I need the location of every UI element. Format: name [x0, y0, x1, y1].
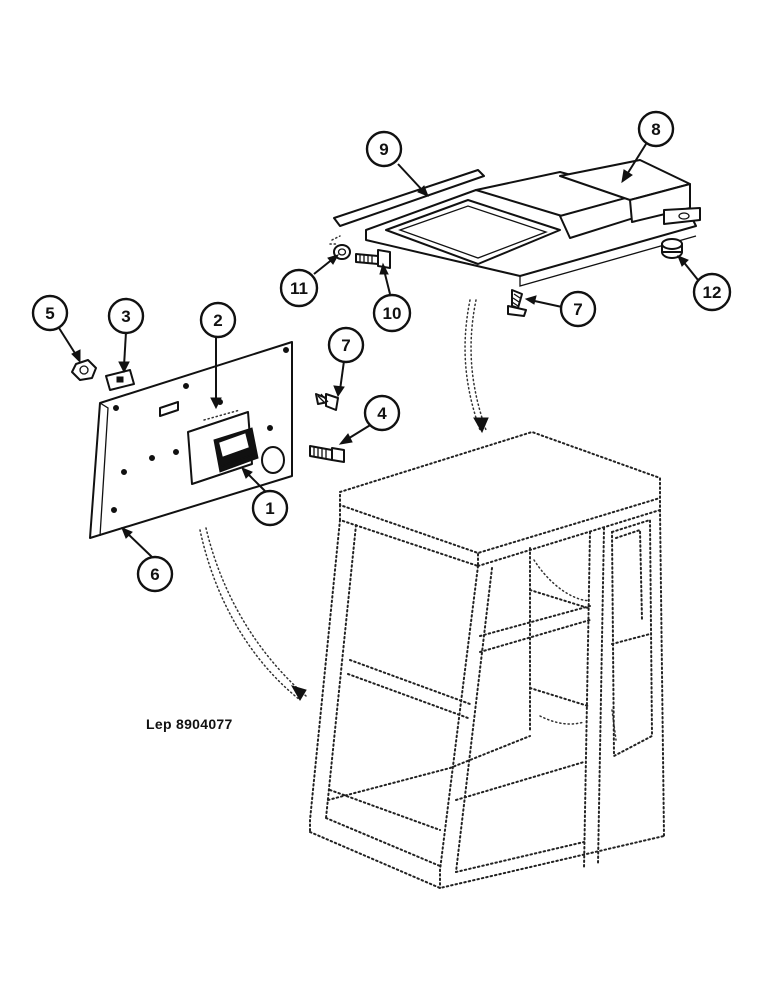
switch-panel — [89, 341, 293, 539]
callout-12: 12 — [692, 272, 732, 312]
clip-part — [105, 369, 135, 391]
callout-6-label: 6 — [150, 565, 159, 584]
callout-1-label: 1 — [265, 499, 274, 518]
callout-9-label: 9 — [379, 140, 388, 159]
callout-6: 6 — [136, 555, 174, 593]
assembly-sweep-lines — [199, 299, 489, 701]
callout-8-label: 8 — [651, 120, 660, 139]
callout-12-label: 12 — [703, 283, 722, 302]
drawing-reference-number: Lep 8904077 — [146, 716, 233, 732]
callout-2: 2 — [199, 301, 237, 339]
callout-7-left-label: 7 — [341, 336, 350, 355]
callout-11-label: 11 — [290, 279, 308, 298]
nut-part — [71, 359, 97, 381]
self-tapping-screw — [315, 393, 339, 411]
callout-10: 10 — [372, 293, 412, 333]
callout-8: 8 — [637, 110, 675, 148]
bolt-part — [309, 445, 345, 463]
callout-3-label: 3 — [121, 307, 130, 326]
callout-7-right-label: 7 — [573, 300, 582, 319]
leader-lines — [58, 143, 699, 558]
grommet-part — [661, 238, 683, 259]
callout-1: 1 — [251, 489, 289, 527]
callout-2-label: 2 — [213, 311, 222, 330]
callout-4-label: 4 — [377, 404, 387, 423]
callout-7-right: 7 — [559, 290, 597, 328]
callout-5: 5 — [31, 294, 69, 332]
callout-4: 4 — [363, 394, 401, 432]
roof-panel — [333, 159, 701, 287]
callout-5-label: 5 — [45, 304, 54, 323]
callout-9: 9 — [365, 130, 403, 168]
callout-7-left: 7 — [327, 326, 365, 364]
callout-11: 11 — [279, 268, 319, 308]
callout-3: 3 — [107, 297, 145, 335]
callout-10-label: 10 — [383, 304, 402, 323]
cab-frame — [309, 430, 665, 890]
washer-part — [329, 235, 351, 260]
roof-bolt-part — [355, 249, 391, 269]
roof-screw-part — [507, 289, 527, 317]
